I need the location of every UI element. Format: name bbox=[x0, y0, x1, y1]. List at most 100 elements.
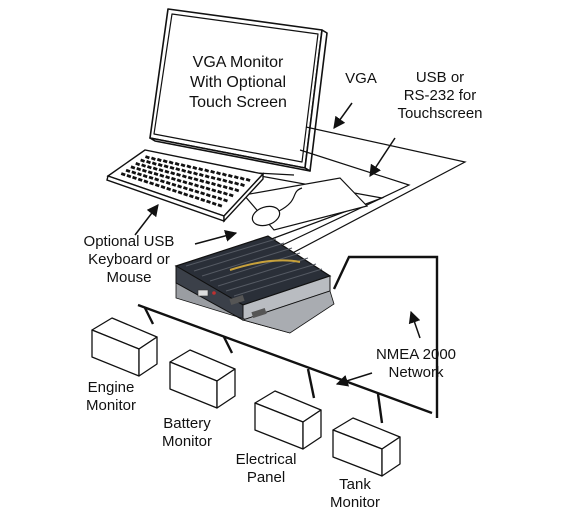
keyboard-key bbox=[227, 173, 233, 178]
keyboard-key bbox=[205, 180, 211, 185]
keyboard-key bbox=[164, 169, 170, 174]
keyboard-key bbox=[205, 186, 211, 191]
keyboard-key bbox=[211, 201, 217, 206]
keyboard-key bbox=[176, 172, 181, 177]
keyboard-key bbox=[211, 188, 217, 193]
keyboard-key bbox=[162, 159, 168, 164]
keyboard-key bbox=[170, 171, 176, 176]
keyboard-key bbox=[152, 166, 158, 171]
keyboard-arrow bbox=[134, 204, 159, 236]
keyboard-key bbox=[198, 167, 204, 172]
keyboard-key bbox=[211, 194, 217, 199]
keyboard-key bbox=[146, 160, 151, 165]
keyboard-key bbox=[168, 160, 174, 165]
tank-monitor-box bbox=[332, 417, 401, 477]
keyboard-key bbox=[126, 174, 132, 179]
electrical-panel-box bbox=[254, 390, 322, 450]
keyboard-key bbox=[194, 189, 200, 194]
keyboard-key bbox=[141, 163, 147, 168]
keyboard-key bbox=[194, 196, 200, 201]
keyboard-key bbox=[217, 196, 223, 201]
keyboard-key bbox=[159, 179, 165, 184]
keyboard-key bbox=[181, 168, 187, 173]
keyboard-key bbox=[222, 185, 228, 190]
keyboard-key bbox=[170, 176, 176, 181]
keyboard-key bbox=[222, 191, 228, 196]
keyboard-key bbox=[233, 175, 239, 180]
keyboard-key bbox=[234, 188, 240, 193]
keyboard-key bbox=[177, 184, 183, 189]
keyboard-key bbox=[153, 171, 159, 176]
keyboard-key bbox=[216, 171, 221, 176]
keyboard-key bbox=[140, 158, 146, 163]
nmea-arrow bbox=[335, 372, 373, 387]
keyboard-key bbox=[182, 186, 188, 191]
keyboard-key bbox=[204, 174, 210, 179]
keyboard-key bbox=[245, 177, 251, 182]
keyboard-key bbox=[181, 174, 187, 179]
keyboard-key bbox=[131, 170, 137, 175]
keyboard-key bbox=[194, 183, 199, 188]
keyboard-key bbox=[223, 198, 228, 203]
battery-monitor-label: Battery Monitor bbox=[161, 415, 213, 450]
keyboard-key bbox=[188, 194, 194, 199]
keyboard-key bbox=[192, 165, 198, 170]
keyboard-key bbox=[187, 175, 193, 180]
keyboard-key bbox=[154, 177, 160, 182]
keyboard-key bbox=[177, 190, 183, 195]
nmea-label: NMEA 2000 Network bbox=[375, 346, 457, 381]
keyboard-key bbox=[240, 182, 245, 187]
keyboard-key bbox=[198, 172, 204, 177]
engine-monitor-box bbox=[91, 317, 158, 377]
keyboard-key bbox=[187, 170, 193, 175]
keyboard-key bbox=[120, 172, 126, 177]
keyboard-key bbox=[204, 168, 210, 173]
keyboard-key bbox=[158, 168, 164, 173]
keyboard-key bbox=[137, 177, 143, 182]
keyboard-key bbox=[228, 193, 234, 198]
mouse-drawing bbox=[242, 177, 369, 231]
keyboard-key bbox=[228, 180, 234, 185]
keyboard-key bbox=[169, 165, 175, 170]
keyboard-key bbox=[163, 164, 169, 169]
keyboard-key bbox=[142, 174, 148, 179]
keyboard-key bbox=[165, 180, 171, 185]
computer-drawing bbox=[174, 235, 335, 334]
keyboard-key bbox=[151, 161, 157, 166]
keyboard-key bbox=[234, 181, 240, 186]
keyboard-key bbox=[148, 175, 154, 180]
keyboard-keys bbox=[120, 155, 251, 208]
keyboard-key bbox=[137, 172, 142, 177]
keyboard-key bbox=[210, 175, 216, 180]
keyboard-key bbox=[217, 203, 223, 208]
keyboard-key bbox=[143, 179, 149, 184]
keyboard-key bbox=[149, 181, 155, 186]
keyboard-key bbox=[125, 168, 131, 173]
keyboard-key bbox=[239, 176, 245, 181]
keyboard-key bbox=[211, 181, 216, 186]
vga-label: VGA bbox=[345, 70, 377, 87]
keyboard-key bbox=[200, 197, 206, 202]
electrical-panel-label: Electrical Panel bbox=[235, 451, 297, 486]
monitor-drawing bbox=[149, 8, 328, 172]
keyboard-key bbox=[136, 167, 142, 172]
keyboard-key bbox=[199, 185, 205, 190]
keyboard-key bbox=[157, 162, 163, 167]
usb-rs232-label: USB or RS-232 for Touchscreen bbox=[397, 69, 483, 122]
keyboard-key bbox=[193, 171, 198, 176]
usb-arrow bbox=[369, 137, 396, 178]
keyboard-key bbox=[174, 161, 180, 166]
keyboard-key bbox=[222, 178, 228, 183]
monitor-label: VGA Monitor With Optional Touch Screen bbox=[189, 54, 287, 111]
battery-monitor-box bbox=[169, 349, 236, 409]
engine-monitor-label: Engine Monitor bbox=[85, 379, 137, 414]
network-arrow bbox=[408, 310, 421, 339]
keyboard-key bbox=[182, 180, 188, 185]
device-boxes bbox=[91, 317, 401, 477]
keyboard-key bbox=[180, 163, 186, 168]
keyboard-key bbox=[135, 162, 141, 167]
keyboard-key bbox=[188, 181, 194, 186]
keyboard-key bbox=[171, 188, 177, 193]
tank-monitor-label: Tank Monitor bbox=[329, 476, 381, 511]
keyboard-key bbox=[188, 187, 194, 192]
